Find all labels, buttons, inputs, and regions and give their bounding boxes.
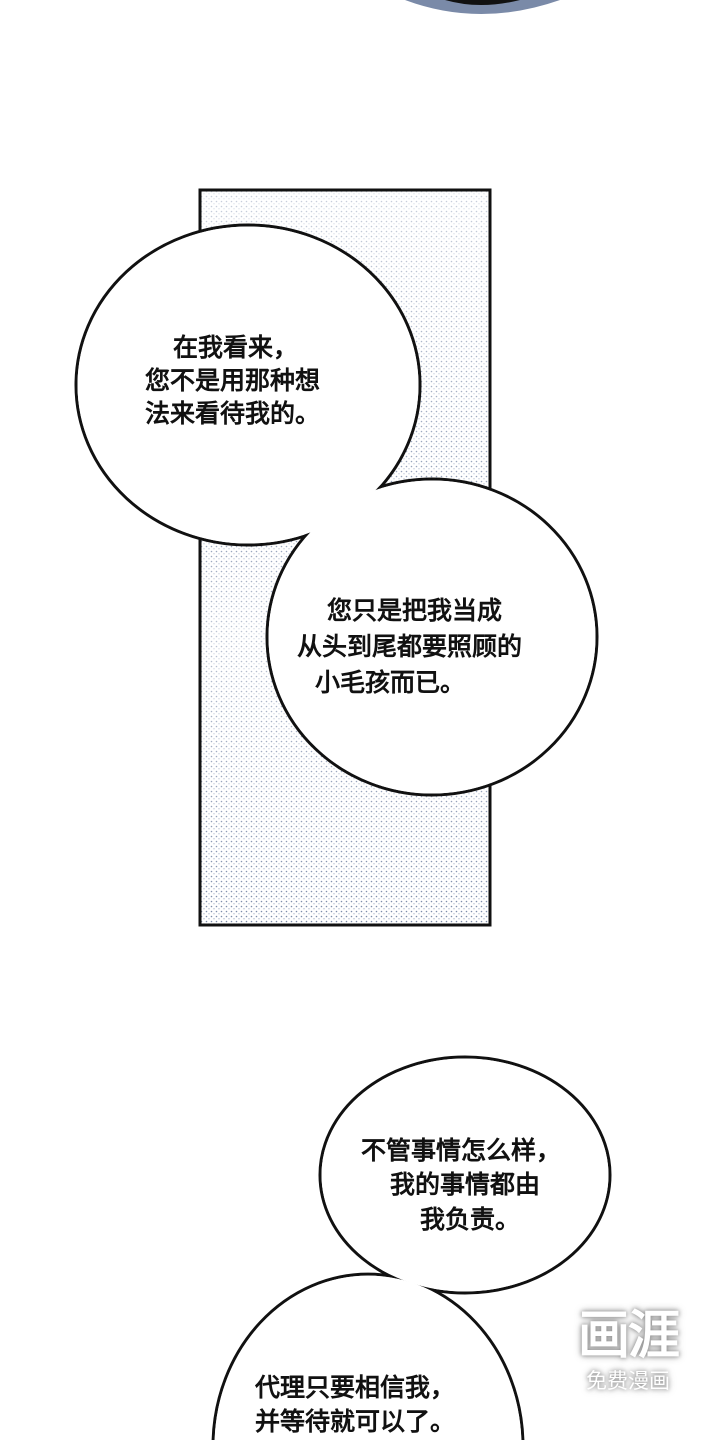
bubble-3-line-2: 我的事情都由: [390, 1170, 541, 1199]
bubble-3-line-1: 不管事情怎么样，: [361, 1136, 562, 1165]
bubble-1-line-2: 您不是用那种想: [145, 366, 321, 395]
bubble-1-line-1: 在我看来，: [173, 333, 299, 362]
watermark-logo: 画涯: [577, 1306, 680, 1366]
watermark: 画涯 免费漫画: [566, 1305, 690, 1395]
bubble-2-line-2: 从头到尾都要照顾的: [297, 632, 523, 661]
bubble-1-line-3: 法来看待我的。: [145, 399, 321, 428]
character-head-partial: [405, 0, 560, 14]
speech-bubble-group-2: [211, 1055, 612, 1440]
watermark-caption: 免费漫画: [586, 1369, 670, 1393]
bubble-2-line-1: 您只是把我当成: [327, 596, 503, 625]
bubble-4-line-2: 并等待就可以了。: [255, 1407, 456, 1436]
bubble-4-line-1: 代理只要相信我，: [255, 1373, 456, 1402]
bubble-3-line-3: 我负责。: [420, 1205, 521, 1234]
speech-bubble-group-1: [74, 223, 599, 797]
bubble-2-line-3: 小毛孩而已。: [315, 668, 466, 697]
character-hair-partial: [445, 0, 520, 5]
